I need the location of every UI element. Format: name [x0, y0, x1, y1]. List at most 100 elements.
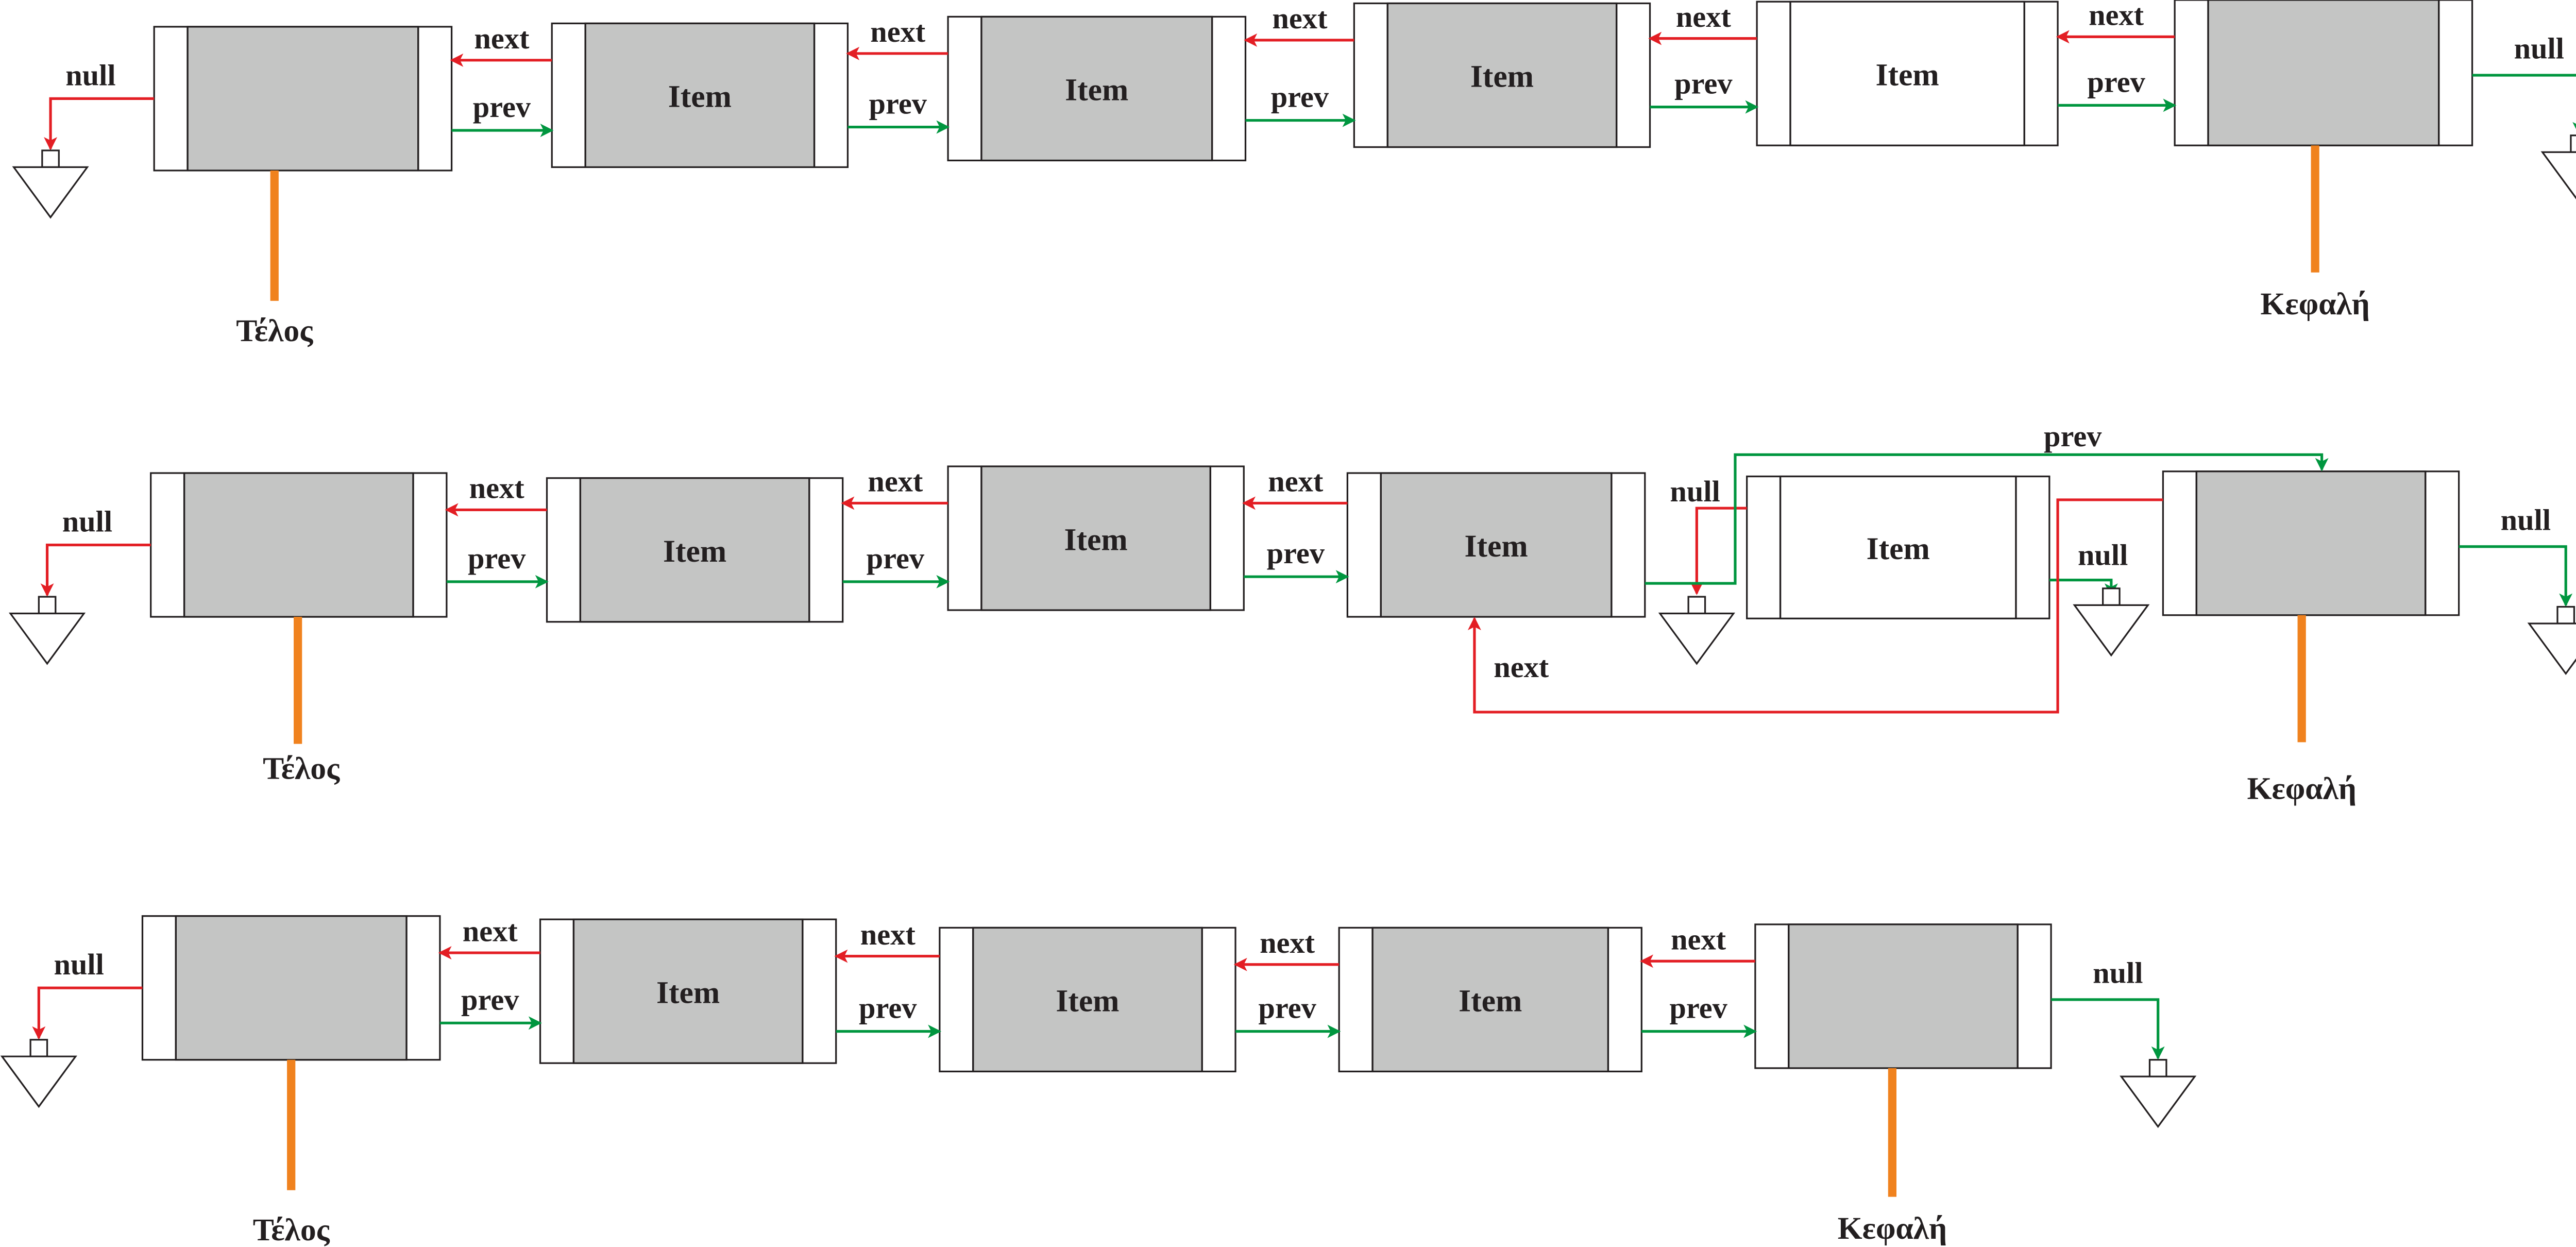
next-label: next — [1260, 926, 1315, 959]
null-ground — [1658, 596, 1735, 665]
node-label: Item — [1470, 59, 1534, 94]
prev-label: prev — [2044, 419, 2102, 453]
null-ground — [2527, 605, 2576, 676]
list-node — [2174, 0, 2473, 146]
next-label: next — [1671, 923, 1726, 956]
prev-label: prev — [1669, 991, 1727, 1025]
null-ground — [12, 149, 89, 219]
null-stub — [38, 596, 57, 615]
tail-label: Τέλος — [236, 313, 313, 348]
list-node: Item — [1756, 1, 2059, 146]
prev-label: prev — [1258, 991, 1316, 1025]
list-node: Item — [939, 926, 1236, 1073]
null-prev-arrow — [2472, 74, 2576, 136]
node-label: Item — [1065, 73, 1128, 108]
null-stub — [2102, 587, 2121, 606]
null-prev-arrow — [2459, 545, 2573, 607]
next-label: next — [1494, 650, 1549, 684]
list-node — [141, 915, 441, 1061]
next-label: next — [469, 471, 525, 505]
list-node: Item — [1346, 472, 1646, 618]
prev-label: prev — [869, 87, 927, 121]
null-stub — [2556, 605, 2575, 625]
null-ground-icon — [2540, 151, 2576, 199]
prev-label: prev — [473, 90, 531, 124]
next-label: next — [1676, 0, 1732, 33]
null-label: null — [2514, 32, 2564, 65]
next-label: next — [474, 22, 530, 55]
null-stub — [41, 149, 60, 168]
next-label: next — [870, 15, 926, 48]
null-label: null — [54, 948, 104, 981]
node-data-field — [187, 26, 419, 172]
null-stub — [29, 1039, 48, 1057]
null-next-arrow — [44, 97, 155, 150]
null-label: null — [2093, 956, 2143, 989]
tail-label: Τέλος — [253, 1212, 330, 1247]
null-ground-icon — [1658, 612, 1735, 665]
next-label: next — [463, 914, 518, 948]
node-label: Item — [1867, 531, 1930, 566]
prev-label: prev — [1267, 536, 1325, 570]
list-node — [153, 26, 453, 172]
node-data-field — [972, 926, 1203, 1073]
node-label: Item — [668, 79, 732, 114]
node-data-field — [1371, 926, 1609, 1073]
node-data-field — [1380, 472, 1613, 618]
null-ground-icon — [2120, 1075, 2197, 1128]
prev-bypass-arrow — [1645, 453, 2329, 585]
node-label: Item — [1064, 522, 1128, 557]
list-node: Item — [1353, 2, 1651, 148]
node-data-field — [2207, 0, 2440, 146]
null-ground — [0, 1039, 77, 1108]
list-node — [2162, 470, 2460, 616]
node-label: Item — [663, 534, 726, 569]
null-ground — [2073, 587, 2150, 657]
node-data-field — [1789, 1, 2025, 146]
list-node: Item — [546, 477, 844, 623]
next-bypass-arrow — [1467, 498, 2163, 714]
list-node — [1754, 923, 2052, 1069]
node-data-field — [572, 918, 804, 1064]
node-data-field — [980, 465, 1211, 611]
node-data-field — [1779, 475, 2017, 619]
list-node — [150, 472, 448, 618]
null-ground-icon — [8, 612, 86, 665]
null-ground — [2120, 1059, 2197, 1128]
list-node: Item — [947, 465, 1245, 611]
null-ground-icon — [0, 1055, 77, 1108]
prev-label: prev — [2087, 65, 2145, 98]
node-data-field — [579, 477, 810, 623]
next-label: next — [860, 918, 916, 951]
node-label: Item — [1464, 529, 1528, 564]
list-node: Item — [947, 15, 1247, 162]
null-label: null — [65, 58, 115, 92]
node-data-field — [1788, 923, 2019, 1069]
prev-label: prev — [1674, 67, 1733, 100]
null-ground — [8, 596, 86, 665]
prev-label: prev — [867, 542, 925, 575]
prev-label: prev — [859, 991, 917, 1025]
head-label: Κεφαλή — [2260, 287, 2369, 322]
next-label: next — [1268, 465, 1324, 498]
node-data-field — [183, 472, 414, 618]
null-next-arrow — [32, 986, 143, 1040]
prev-label: prev — [461, 983, 519, 1016]
null-stub — [2148, 1059, 2167, 1077]
node-label: Item — [1875, 57, 1939, 92]
next-label: next — [1272, 2, 1328, 35]
node-label: Item — [1056, 984, 1119, 1019]
next-label: next — [868, 465, 923, 498]
null-label: null — [2078, 538, 2128, 571]
list-node: Item — [539, 918, 837, 1064]
null-ground-icon — [12, 166, 89, 219]
null-label: null — [62, 505, 112, 538]
null-prev-arrow — [2051, 998, 2165, 1060]
list-node: Item — [551, 22, 849, 168]
prev-label: prev — [468, 542, 526, 575]
head-label: Κεφαλή — [2247, 771, 2356, 806]
null-ground-icon — [2073, 604, 2150, 657]
prev-label: prev — [1271, 80, 1329, 114]
null-label: null — [2501, 503, 2551, 536]
